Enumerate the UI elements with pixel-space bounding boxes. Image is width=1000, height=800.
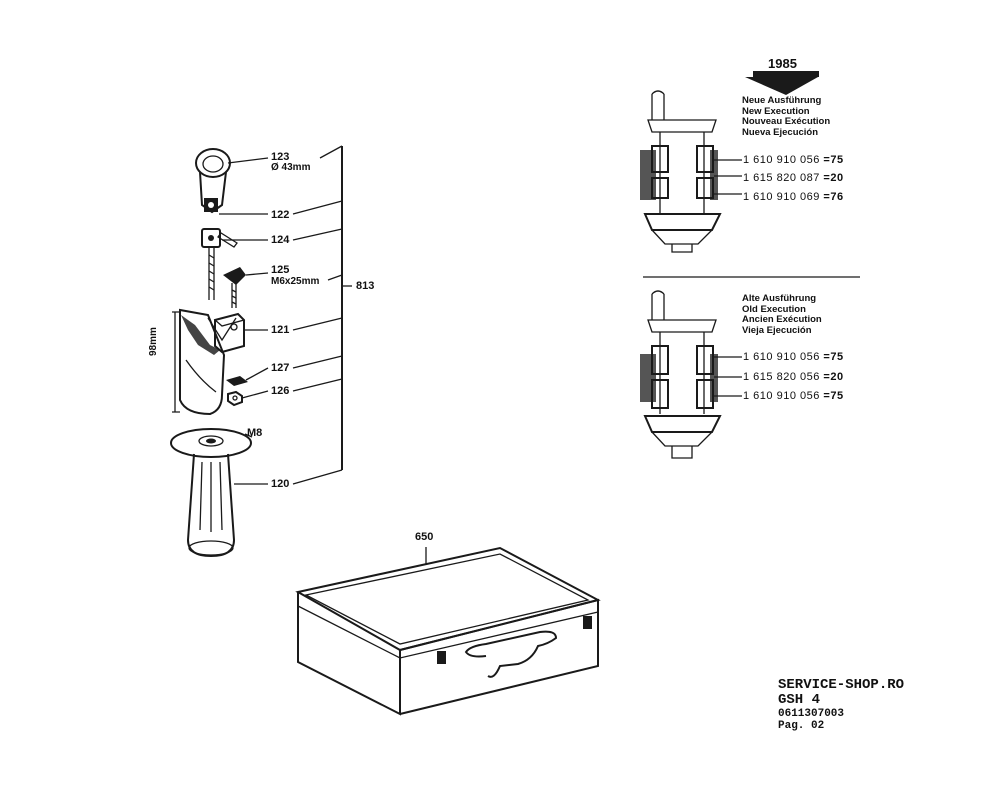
callout-123: 123 [271, 151, 290, 163]
callout-m8: M8 [247, 427, 263, 439]
legend-line-fr: Ancien Exécution [742, 314, 822, 325]
model-code: 0611307003 [778, 708, 845, 720]
legend-line-en: New Execution [742, 105, 810, 117]
dimension-98mm [172, 311, 180, 413]
pin-part-124 [217, 232, 238, 248]
part-number: 1 615 820 087 [743, 172, 820, 184]
callout-121: 121 [271, 324, 290, 336]
dimension-98mm-label: 98mm [148, 327, 159, 356]
leader-lines [219, 145, 352, 485]
part-qty: =75 [823, 390, 844, 402]
part-qty: =20 [823, 371, 844, 383]
clamp-ring-part-123 [195, 148, 231, 214]
legend-line-fr: Nouveau Exécution [742, 116, 831, 127]
part-number: 1 610 910 056 [743, 351, 820, 363]
part-qty: =75 [823, 154, 844, 166]
callout-126: 126 [271, 385, 290, 397]
legend-line-es: Vieja Ejecución [742, 324, 812, 336]
part-number: 1 610 910 069 [743, 191, 820, 203]
new-execution-legend: Neue Ausführung New Execution Nouveau Ex… [742, 95, 831, 138]
new-execution-arrow [745, 71, 819, 95]
bearing-section-new [640, 90, 742, 253]
callout-123-diameter: Ø 43mm [271, 162, 311, 173]
square-nut-part-127 [226, 376, 248, 386]
callout-124: 124 [271, 234, 290, 246]
carrying-case-part-650 [295, 546, 601, 716]
legend-line-de: Alte Ausführung [742, 293, 817, 304]
model-name: GSH 4 [778, 692, 821, 708]
year-label: 1985 [768, 56, 797, 71]
old-execution-legend: Alte Ausführung Old Execution Ancien Exé… [742, 293, 822, 336]
legend-line-de: Neue Ausführung [742, 95, 822, 106]
part-number: 1 615 820 056 [743, 371, 820, 383]
nut-block-part-121 [213, 312, 246, 354]
old-part-row-1: 1 610 910 056 =75 [743, 351, 844, 363]
part-qty: =75 [823, 351, 844, 363]
callout-650: 650 [415, 531, 434, 543]
legend-line-en: Old Execution [742, 303, 806, 315]
page-footer: SERVICE-SHOP.RO GSH 4 0611307003 Pag. 02 [778, 677, 905, 733]
part-number: 1 610 910 056 [743, 390, 820, 402]
callout-122: 122 [271, 209, 290, 221]
part-number: 1 610 910 056 [743, 154, 820, 166]
callout-125-thread: M6x25mm [271, 276, 320, 287]
new-part-row-3: 1 610 910 069 =76 [743, 191, 844, 203]
legend-line-es: Nueva Ejecución [742, 126, 819, 138]
wing-screw-part-125 [223, 267, 246, 308]
part-qty: =20 [823, 172, 844, 184]
guard-disc [170, 428, 252, 458]
old-part-row-2: 1 615 820 056 =20 [743, 371, 844, 383]
hex-nut-part-126 [227, 390, 243, 407]
old-part-row-3: 1 610 910 056 =75 [743, 390, 844, 402]
grip-part-120 [186, 453, 236, 558]
callout-127: 127 [271, 362, 290, 374]
callout-813: 813 [356, 280, 375, 292]
page-number: Pag. 02 [778, 720, 825, 732]
bearing-section-old [640, 290, 742, 459]
callout-120: 120 [271, 478, 290, 490]
shop-name: SERVICE-SHOP.RO [778, 677, 905, 693]
callout-125: 125 [271, 264, 290, 276]
new-part-row-1: 1 610 910 056 =75 [743, 154, 844, 166]
new-part-row-2: 1 615 820 087 =20 [743, 172, 844, 184]
clamp-screw-part-122 [201, 228, 221, 300]
part-qty: =76 [823, 191, 844, 203]
